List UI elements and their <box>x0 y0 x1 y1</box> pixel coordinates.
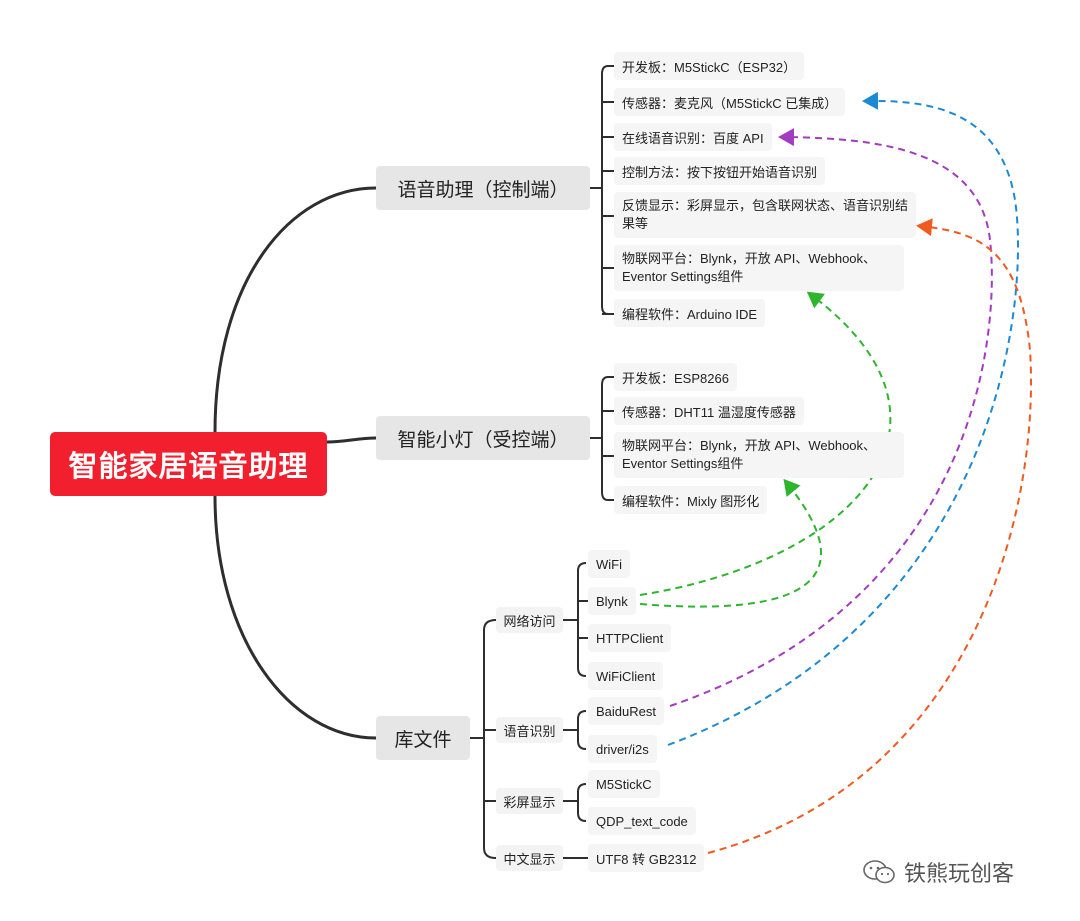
lib-m5stickc[interactable]: M5StickC <box>588 770 660 798</box>
assistant-item-online-recognition[interactable]: 在线语音识别：百度 API <box>614 123 772 151</box>
root-node[interactable]: 智能家居语音助理 <box>50 432 327 496</box>
light-item-iot[interactable]: 物联网平台：Blynk，开放 API、Webhook、Eventor Setti… <box>614 432 904 478</box>
lib-wificlient[interactable]: WiFiClient <box>588 662 664 690</box>
light-item-board[interactable]: 开发板：ESP8266 <box>614 363 737 391</box>
lib-wifi[interactable]: WiFi <box>588 550 630 578</box>
branch-line-libs <box>213 495 377 740</box>
libs-group-network[interactable]: 网络访问 <box>496 607 563 633</box>
branch-libs[interactable]: 库文件 <box>376 716 470 760</box>
assistant-item-control[interactable]: 控制方法：按下按钮开始语音识别 <box>614 157 826 185</box>
wechat-icon <box>863 860 895 884</box>
branch-assistant[interactable]: 语音助理（控制端） <box>376 166 590 210</box>
lib-httpclient[interactable]: HTTPClient <box>588 624 672 652</box>
light-item-sensor[interactable]: 传感器：DHT11 温湿度传感器 <box>614 397 804 425</box>
lib-utf8-gb2312[interactable]: UTF8 转 GB2312 <box>588 844 705 872</box>
lib-blynk[interactable]: Blynk <box>588 587 636 615</box>
libs-group-chinese[interactable]: 中文显示 <box>496 845 563 871</box>
lib-qdp-text-code[interactable]: QDP_text_code <box>588 807 696 835</box>
assistant-item-sensor[interactable]: 传感器：麦克风（M5StickC 已集成） <box>614 88 846 116</box>
watermark-text: 铁熊玩创客 <box>904 861 1015 886</box>
watermark: 铁熊玩创客 <box>862 856 1014 888</box>
libs-group-speech[interactable]: 语音识别 <box>496 717 563 743</box>
assistant-item-iot[interactable]: 物联网平台：Blynk，开放 API、Webhook、Eventor Setti… <box>614 245 904 291</box>
lib-driver-i2s[interactable]: driver/i2s <box>588 735 657 763</box>
assistant-item-software[interactable]: 编程软件：Arduino IDE <box>614 299 766 327</box>
branch-light[interactable]: 智能小灯（受控端） <box>376 416 590 460</box>
libs-group-display[interactable]: 彩屏显示 <box>496 788 563 814</box>
light-item-software[interactable]: 编程软件：Mixly 图形化 <box>614 486 768 514</box>
branch-line-light <box>326 436 377 444</box>
lib-baidurest[interactable]: BaiduRest <box>588 697 664 725</box>
assistant-item-feedback[interactable]: 反馈显示：彩屏显示，包含联网状态、语音识别结果等 <box>614 192 916 238</box>
assistant-item-board[interactable]: 开发板：M5StickC（ESP32） <box>614 52 805 80</box>
branch-line-assistant <box>213 186 377 433</box>
